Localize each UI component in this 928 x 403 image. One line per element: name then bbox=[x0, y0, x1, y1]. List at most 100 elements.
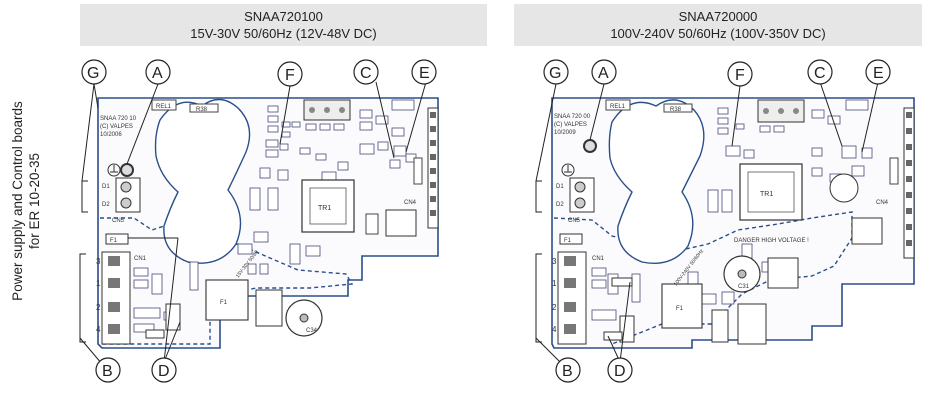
l1-block bbox=[737, 303, 767, 345]
d2-label: D2 bbox=[556, 202, 564, 208]
l1-block bbox=[255, 289, 283, 327]
rel1-label: REL1 bbox=[610, 104, 626, 110]
callout-lines bbox=[79, 81, 427, 365]
board2-diagram: CN5 D1 D2 SNAA 720 00 (C) VALPES 10/2009… bbox=[535, 59, 915, 383]
pin-2: 2 bbox=[552, 303, 557, 312]
r38-label: R38 bbox=[196, 107, 208, 113]
cn5-screw-1 bbox=[120, 181, 132, 193]
cn4-label: CN4 bbox=[404, 200, 417, 206]
cn5-label: CN5 bbox=[568, 218, 581, 224]
fuse-holder bbox=[105, 233, 129, 245]
cn1-connector bbox=[557, 251, 587, 345]
cn1-connector bbox=[101, 251, 131, 345]
tr1-label: TR1 bbox=[318, 205, 331, 212]
r38-label: R38 bbox=[670, 107, 682, 113]
sidebar: Power supply and Control boards for ER 1… bbox=[0, 0, 52, 403]
sidebar-title: Power supply and Control boards for ER 1… bbox=[9, 101, 43, 301]
c10-block bbox=[711, 309, 729, 343]
r38 bbox=[663, 103, 693, 113]
c34-label: C31 bbox=[738, 284, 750, 290]
fuse-label: F1 bbox=[110, 238, 118, 244]
board1-rating: 15V-30V 50/60Hz (12V-48V DC) bbox=[190, 26, 377, 41]
r35 bbox=[889, 157, 899, 185]
cn5-screw-2 bbox=[574, 197, 586, 209]
pin-4: 4 bbox=[552, 325, 557, 334]
callout-C: D bbox=[614, 363, 626, 380]
f1-block bbox=[661, 283, 703, 329]
callout-B: B bbox=[102, 363, 113, 380]
callout-A: A bbox=[152, 65, 163, 82]
board-ref: SNAA 720 10 bbox=[100, 116, 137, 122]
pin-3: 3 bbox=[552, 257, 557, 266]
board-brand: (C) VALPES bbox=[100, 124, 133, 130]
pin-4: 4 bbox=[96, 325, 101, 334]
ic-right bbox=[385, 209, 417, 237]
tr1 bbox=[301, 179, 355, 233]
board-date: 10/2009 bbox=[554, 130, 576, 136]
cn1-label: CN1 bbox=[592, 256, 605, 262]
rel1-label: REL1 bbox=[156, 104, 172, 110]
cn4-connector bbox=[427, 107, 439, 229]
d2-label: D2 bbox=[102, 202, 110, 208]
callout-E: E bbox=[873, 65, 884, 82]
earth-terminal bbox=[583, 139, 597, 153]
fuse-label: F1 bbox=[564, 238, 572, 244]
danger-label: DANGER HIGH VOLTAGE ! bbox=[734, 238, 809, 244]
callout-G: G bbox=[87, 65, 99, 82]
sidebar-title-line2: for ER 10-20-35 bbox=[27, 152, 42, 250]
cn5-screw-1 bbox=[574, 181, 586, 193]
cn5-label: CN5 bbox=[112, 218, 125, 224]
board2-rating: 100V-240V 50/60Hz (100V-350V DC) bbox=[610, 26, 826, 41]
earth-symbol bbox=[561, 163, 575, 177]
smd-resistors-top bbox=[249, 99, 417, 211]
smd-resistors-top bbox=[707, 99, 873, 213]
cn5-screw-2 bbox=[120, 197, 132, 209]
rel1 bbox=[605, 99, 631, 111]
f1-block bbox=[205, 279, 249, 321]
board2-model: SNAA720000 bbox=[678, 9, 758, 24]
pcb-cutout bbox=[608, 99, 705, 264]
pin-3: 3 bbox=[96, 257, 101, 266]
board-brand: (C) VALPES bbox=[554, 122, 587, 128]
callout-lines bbox=[535, 81, 879, 365]
varistor bbox=[611, 277, 633, 287]
callout-G: G bbox=[549, 65, 561, 82]
callout-C: D bbox=[158, 363, 170, 380]
f1-block-label: F1 bbox=[220, 300, 228, 306]
r38 bbox=[189, 103, 219, 113]
r35 bbox=[413, 157, 423, 185]
c34-label: C34 bbox=[306, 328, 318, 334]
board1-diagram: CN5 D1 D2 SNAA 720 10 (C) VALPES 10/2006… bbox=[79, 59, 439, 383]
fuse-holder bbox=[559, 233, 583, 245]
earth-terminal bbox=[120, 163, 134, 177]
callouts: A G F C E B D bbox=[81, 59, 437, 383]
callout-A: A bbox=[598, 65, 609, 82]
ic-right bbox=[851, 217, 883, 245]
pin-1: 1 bbox=[552, 279, 557, 288]
callouts: A G F C E B D bbox=[543, 59, 891, 383]
board1-header: SNAA720100 15V-30V 50/60Hz (12V-48V DC) bbox=[80, 4, 487, 46]
callout-D: C bbox=[814, 65, 826, 82]
pin-1: 1 bbox=[96, 279, 101, 288]
d1-label: D1 bbox=[556, 184, 564, 190]
rel1 bbox=[151, 99, 177, 111]
callout-F: F bbox=[735, 67, 745, 84]
board-date: 10/2006 bbox=[100, 132, 122, 138]
cn4-label: CN4 bbox=[876, 200, 889, 206]
cn1-label: CN1 bbox=[134, 256, 147, 262]
callout-E: E bbox=[419, 65, 430, 82]
tr1-label: TR1 bbox=[760, 191, 773, 198]
callout-B: B bbox=[562, 363, 573, 380]
board-ref: SNAA 720 00 bbox=[554, 114, 591, 120]
f1-block-label: F1 bbox=[676, 306, 684, 312]
board1-model: SNAA720100 bbox=[244, 9, 323, 24]
fuse-f2 bbox=[603, 331, 623, 341]
sidebar-title-line1: Power supply and Control boards bbox=[10, 101, 25, 301]
fuse-f2 bbox=[145, 329, 165, 339]
c1 bbox=[767, 257, 799, 289]
callout-D: C bbox=[360, 65, 372, 82]
cn4-connector bbox=[903, 107, 915, 259]
c-right bbox=[365, 213, 379, 235]
pin-2: 2 bbox=[96, 303, 101, 312]
d1-label: D1 bbox=[102, 184, 110, 190]
